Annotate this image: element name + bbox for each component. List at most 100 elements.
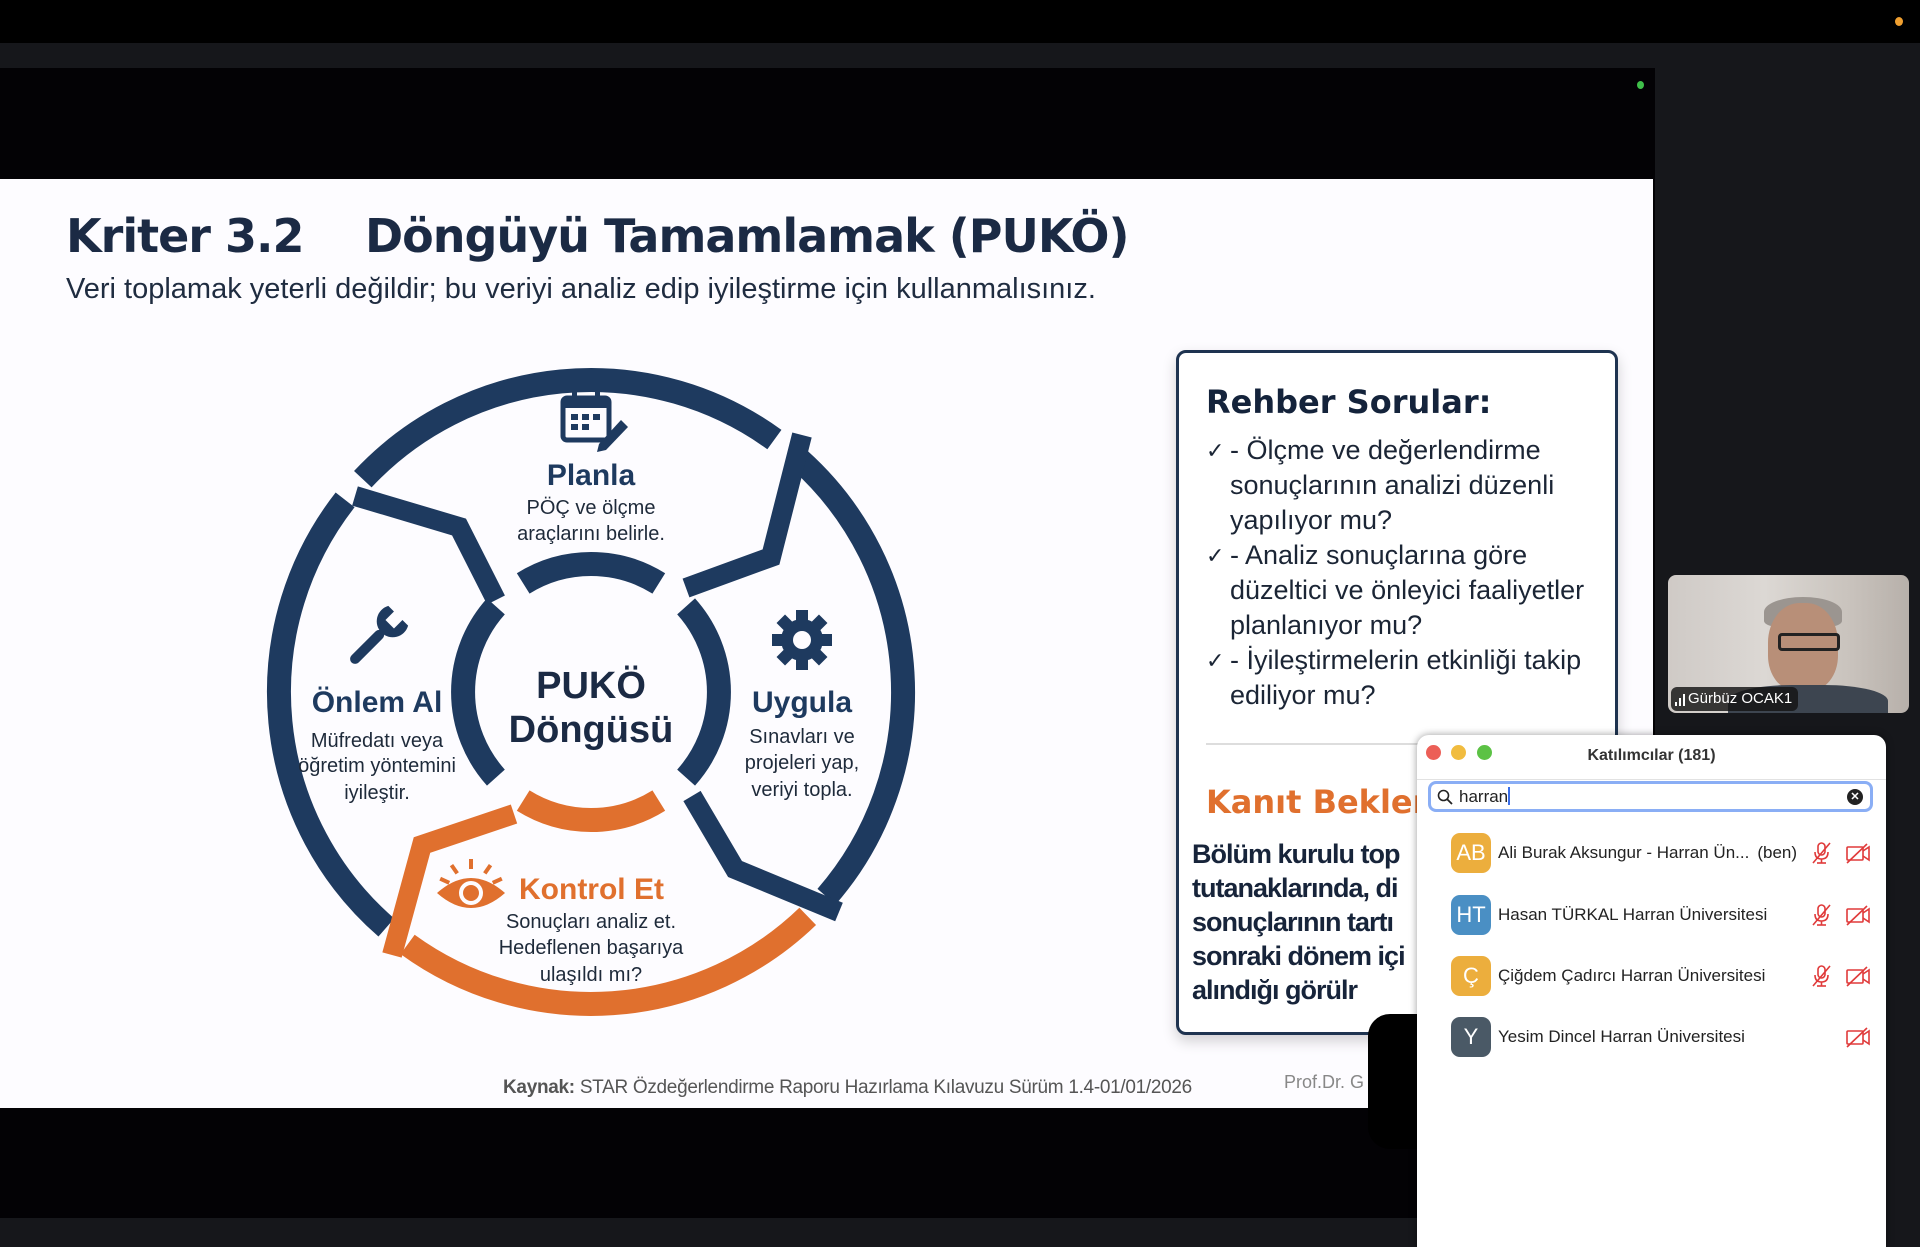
- signal-strength-icon: [1675, 692, 1685, 706]
- act-desc-line: iyileştir.: [344, 782, 410, 804]
- self-label: (ben): [1757, 843, 1798, 862]
- guide-line: düzeltici ve önleyici faaliyetler: [1230, 575, 1585, 605]
- connector-do-check: [683, 790, 843, 922]
- ring-do-inner: [677, 598, 731, 786]
- status-dot: [1895, 17, 1903, 26]
- participant-row[interactable]: HT Hasan TÜRKAL Harran Üniversitesi: [1451, 894, 1871, 936]
- puko-cycle-diagram: Planla PÖÇ ve ölçme araçlarını belirle. …: [267, 368, 916, 1016]
- share-indicator-dot: [1637, 81, 1644, 89]
- ring-check-inner: [516, 790, 666, 833]
- participant-video-tile[interactable]: Gürbüz OCAK1: [1668, 575, 1909, 713]
- guide-line: planlanıyor mu?: [1230, 610, 1423, 640]
- guide-line: yapılıyor mu?: [1230, 505, 1393, 535]
- ring-check-outer: [400, 907, 817, 1016]
- divider: [1206, 743, 1586, 745]
- guide-line: - Ölçme ve değerlendirme: [1230, 435, 1541, 465]
- mic-muted-icon[interactable]: [1809, 964, 1835, 988]
- check-desc-line: Sonuçları analiz et.: [506, 911, 676, 933]
- panel-title: Katılımcılar (181): [1587, 747, 1716, 764]
- source-text: STAR Özdeğerlendirme Raporu Hazırlama Kı…: [579, 1077, 1192, 1098]
- slide-subtitle: Veri toplamak yeterli değildir; bu veriy…: [66, 273, 1096, 305]
- participant-name: Ali Burak Aksungur - Harran Ün...(ben): [1498, 843, 1798, 862]
- participant-name: Yesim Dincel Harran Üniversitesi: [1498, 1027, 1745, 1046]
- check-desc-line: ulaşıldı mı?: [540, 964, 642, 986]
- top-bar: [0, 0, 1920, 43]
- guide-list: ✓ - Ölçme ve değerlendirme sonuçlarının a…: [1206, 433, 1606, 713]
- mic-muted-icon[interactable]: [1809, 903, 1835, 927]
- avatar: HT: [1451, 895, 1491, 935]
- avatar: Y: [1451, 1017, 1491, 1057]
- mic-muted-icon[interactable]: [1809, 841, 1835, 865]
- participants-panel: Katılımcılar (181) harran ✕ AB Ali Burak…: [1417, 735, 1886, 1247]
- connector-plan-do: [682, 432, 812, 598]
- slide-title-criterion: Kriter 3.2: [66, 209, 304, 263]
- guide-line: - Analiz sonuçlarına göre: [1230, 540, 1528, 570]
- ring-plan-inner: [516, 551, 666, 594]
- video-person: [1778, 633, 1840, 651]
- minimize-window-button[interactable]: [1451, 745, 1466, 760]
- eye-icon: [437, 859, 505, 908]
- evidence-title: Kanıt Bekler: [1206, 783, 1429, 821]
- avatar: Ç: [1451, 956, 1491, 996]
- evidence-line: Bölüm kurulu top: [1192, 839, 1400, 869]
- video-participant-name: Gürbüz OCAK1: [1688, 690, 1793, 707]
- video-off-icon[interactable]: [1845, 1025, 1871, 1049]
- participant-row[interactable]: AB Ali Burak Aksungur - Harran Ün...(ben…: [1451, 832, 1871, 874]
- check-desc-line: Hedeflenen başarıya: [499, 937, 684, 959]
- check-icon: ✓: [1206, 543, 1225, 568]
- check-icon: ✓: [1206, 438, 1225, 463]
- act-desc-line: öğretim yöntemini: [298, 755, 456, 777]
- clear-search-icon[interactable]: ✕: [1847, 788, 1863, 805]
- connector-act-plan: [352, 486, 505, 605]
- do-desc-line: Sınavları ve: [749, 726, 855, 748]
- slide-footer-source: Kaynak: STAR Özdeğerlendirme Raporu Hazı…: [503, 1077, 1192, 1099]
- video-off-icon[interactable]: [1845, 841, 1871, 865]
- slide-title: Döngüyü Tamamlamak (PUKÖ): [365, 209, 1130, 263]
- evidence-text: Bölüm kurulu top tutanaklarında, di sonu…: [1192, 837, 1653, 1007]
- guide-title: Rehber Sorular:: [1206, 383, 1492, 421]
- act-desc-line: Müfredatı veya: [311, 730, 444, 752]
- check-icon: ✓: [1206, 648, 1225, 673]
- guide-line: ediliyor mu?: [1230, 680, 1376, 710]
- wrench-icon: [350, 605, 409, 664]
- guide-item: ✓ - Analiz sonuçlarına göre düzeltici ve …: [1206, 538, 1606, 643]
- participant-search-input[interactable]: harran ✕: [1428, 781, 1873, 812]
- maximize-window-button[interactable]: [1477, 745, 1492, 760]
- gear-icon: [772, 610, 832, 670]
- guide-line: sonuçlarının analizi düzenli: [1230, 470, 1555, 500]
- cycle-center-title: Döngüsü: [509, 709, 674, 751]
- participant-name: Hasan TÜRKAL Harran Üniversitesi: [1498, 905, 1768, 924]
- plan-desc-line: araçlarını belirle.: [517, 523, 665, 545]
- evidence-line: alındığı görülr: [1192, 975, 1358, 1005]
- participant-name: Çiğdem Çadırcı Harran Üniversitesi: [1498, 966, 1766, 985]
- ring-plan-outer: [354, 368, 782, 488]
- presentation-slide: Kriter 3.2 Döngüyü Tamamlamak (PUKÖ) Ver…: [0, 179, 1653, 1108]
- panel-titlebar[interactable]: Katılımcılar (181): [1417, 735, 1886, 780]
- avatar: AB: [1451, 833, 1491, 873]
- guide-line: - İyileştirmelerin etkinliği takip: [1230, 645, 1582, 675]
- evidence-line: sonraki dönem içi: [1192, 941, 1406, 971]
- act-title: Önlem Al: [312, 686, 443, 719]
- source-label: Kaynak:: [503, 1077, 575, 1098]
- search-icon: [1431, 789, 1459, 805]
- do-title: Uygula: [752, 686, 852, 719]
- video-name-label: Gürbüz OCAK1: [1671, 687, 1799, 711]
- ring-do-outer: [791, 451, 916, 905]
- video-off-icon[interactable]: [1845, 964, 1871, 988]
- participant-row[interactable]: Ç Çiğdem Çadırcı Harran Üniversitesi: [1451, 955, 1871, 997]
- ring-act-inner: [451, 598, 505, 786]
- do-desc-line: projeleri yap,: [745, 752, 860, 774]
- guide-item: ✓ - İyileştirmelerin etkinliği takip edil…: [1206, 643, 1606, 713]
- plan-title: Planla: [547, 459, 636, 492]
- close-window-button[interactable]: [1426, 745, 1441, 760]
- participant-row[interactable]: Y Yesim Dincel Harran Üniversitesi: [1451, 1016, 1871, 1058]
- calendar-edit-icon: [560, 392, 628, 452]
- plan-desc-line: PÖÇ ve ölçme: [527, 497, 656, 519]
- guide-item: ✓ - Ölçme ve değerlendirme sonuçlarının a…: [1206, 433, 1606, 538]
- search-value[interactable]: harran: [1459, 787, 1847, 807]
- evidence-line: tutanaklarında, di: [1192, 873, 1399, 903]
- slide-footer-author: Prof.Dr. G: [1284, 1072, 1365, 1092]
- video-off-icon[interactable]: [1845, 903, 1871, 927]
- evidence-line: sonuçlarının tartı: [1192, 907, 1394, 937]
- cycle-center-title: PUKÖ: [536, 664, 646, 707]
